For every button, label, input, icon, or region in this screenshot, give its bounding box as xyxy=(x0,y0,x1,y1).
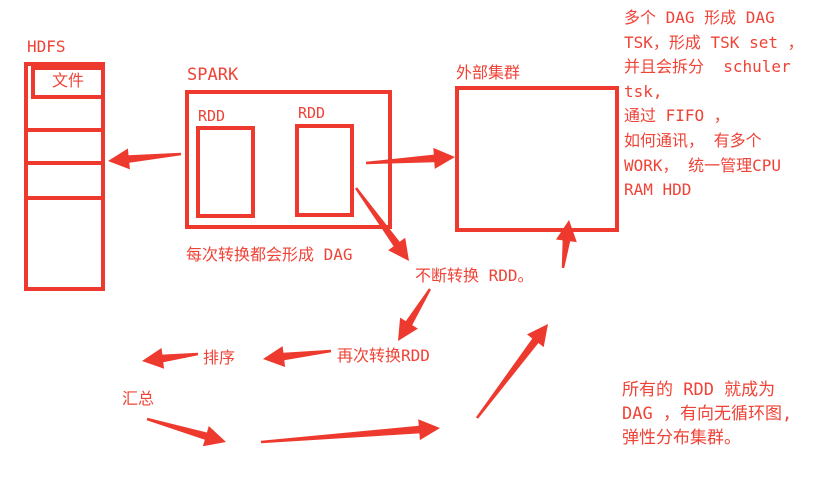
hdfs-title: HDFS xyxy=(27,37,66,56)
note-line: RAM HDD xyxy=(624,180,692,200)
note-transform-again: 再次转换RDD xyxy=(337,346,430,365)
arrow-spark-to-transform-note xyxy=(355,187,409,261)
note-transform-rdd: 不断转换 RDD。 xyxy=(415,266,534,285)
hdfs-file-label: 文件 xyxy=(51,71,84,90)
note-line: 如何通讯， 有多个 xyxy=(624,130,762,150)
arrow-up-to-cluster xyxy=(476,324,548,419)
rdd-left-label: RDD xyxy=(198,107,226,125)
external-cluster-box xyxy=(455,86,619,232)
hdfs-file-box xyxy=(31,66,105,99)
arrow-sort-left xyxy=(142,348,199,369)
note-line: 多个 DAG 形成 DAG xyxy=(624,8,775,27)
spark-title: SPARK xyxy=(187,65,239,85)
note-aggregate: 汇总 xyxy=(122,389,155,408)
rdd-right-box xyxy=(295,124,354,217)
rdd-right-label: RDD xyxy=(298,104,326,122)
note-sort: 排序 xyxy=(203,348,236,367)
note-line: 所有的 RDD 就成为 xyxy=(622,380,776,400)
external-cluster-title: 外部集群 xyxy=(456,63,521,82)
note-line: tsk, xyxy=(624,81,663,101)
arrow-aggregate-down-right xyxy=(146,417,226,447)
hdfs-column-box xyxy=(24,62,105,291)
arrow-into-cluster-bottom xyxy=(556,220,577,269)
note-line: DAG ，有向无循环图, xyxy=(622,404,793,424)
rdd-left-box xyxy=(196,126,255,218)
note-line: WORK， 统一管理CPU xyxy=(624,155,782,175)
note-dag-per-transform: 每次转换都会形成 DAG xyxy=(186,245,353,264)
note-line: 通过 FIFO ， xyxy=(624,106,730,126)
arrow-again-to-sort xyxy=(263,346,332,367)
arrow-spark-to-hdfs xyxy=(108,148,182,170)
note-bottom-right-block: 所有的 RDD 就成为 DAG ，有向无循环图, 弹性分布集群。 xyxy=(622,378,792,450)
note-top-right-block: 多个 DAG 形成 DAG TSK，形成 TSK set ， 并且会拆分 sch… xyxy=(624,6,804,203)
note-line: 弹性分布集群。 xyxy=(622,428,741,448)
note-line: TSK，形成 TSK set ， xyxy=(624,32,804,52)
arrow-spark-to-cluster xyxy=(365,147,455,169)
arrow-long-right xyxy=(260,419,440,444)
note-line: 并且会拆分 schuler xyxy=(624,57,791,77)
arrow-transform-to-again xyxy=(398,288,431,341)
